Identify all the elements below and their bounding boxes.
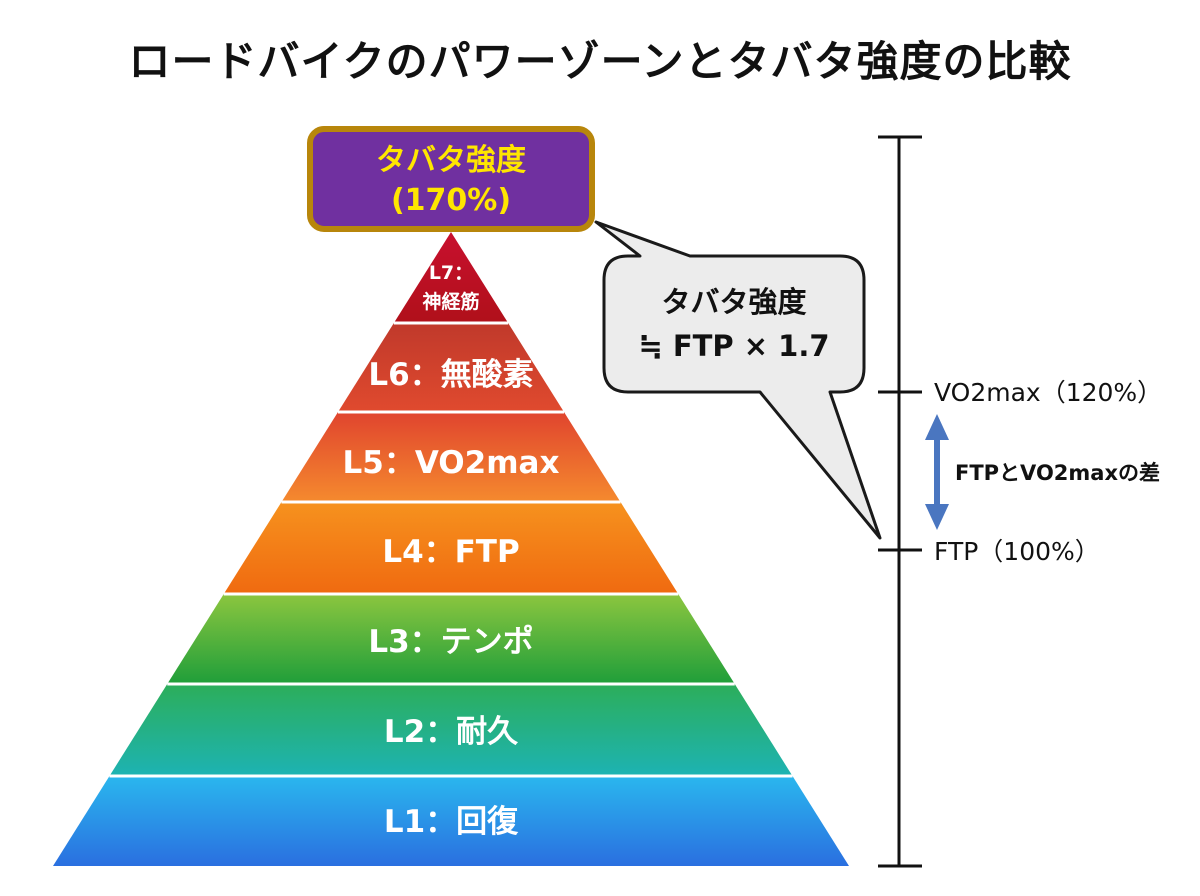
ftp-vo2max-diff-arrow [925, 414, 949, 530]
zone-l2-segment [109, 684, 793, 776]
zone-l7-label-line1: L7： [429, 262, 473, 284]
zone-l1-segment [53, 776, 849, 866]
zone-l2-label: L2：耐久 [384, 714, 518, 750]
zone-l3-label: L3：テンポ [368, 624, 533, 660]
intensity-scale: VO2max（120%） FTP（100%） FTPとVO2maxの差 [878, 135, 1162, 868]
zone-l5-segment [281, 412, 621, 502]
zone-dividers [109, 321, 793, 778]
zone-l7-label-line2: 神経筋 [422, 290, 479, 313]
diff-arrow-head-down [925, 504, 949, 530]
zone-l5-label: L5：VO2max [343, 445, 560, 481]
scale-ftp-label: FTP（100%） [934, 537, 1100, 566]
callout-bubble-outline [594, 220, 882, 540]
zone-l7-segment [393, 232, 509, 323]
tabata-box-frame [307, 126, 595, 232]
diff-arrow-head-up [925, 414, 949, 440]
zone-l4-label: L4：FTP [382, 534, 519, 570]
ftp-vo2max-diff-label: FTPとVO2maxの差 [955, 461, 1160, 485]
zone-l1-label: L1：回復 [384, 804, 519, 840]
scale-vo2max-label: VO2max（120%） [934, 378, 1162, 407]
tabata-intensity-box: タバタ強度 (170%) [307, 126, 595, 232]
tabata-box-percent: (170%) [391, 183, 511, 218]
diagram-title: ロードバイクのパワーゾーンとタバタ強度の比較 [128, 37, 1072, 86]
callout-line2: ≒ FTP × 1.7 [638, 329, 829, 363]
zone-l6-label: L6：無酸素 [368, 357, 533, 393]
tabata-formula-callout: タバタ強度 ≒ FTP × 1.7 [594, 220, 882, 540]
zone-l6-segment [338, 323, 564, 412]
zone-l3-segment [167, 594, 735, 684]
power-zone-pyramid: L7： 神経筋 L6：無酸素 L5：VO2max L4：FTP L3：テンポ L… [53, 232, 849, 866]
tabata-box-title: タバタ強度 [376, 143, 526, 178]
callout-line1: タバタ強度 [661, 285, 806, 319]
zone-l4-segment [223, 502, 679, 594]
callout-bubble-body [604, 256, 880, 538]
